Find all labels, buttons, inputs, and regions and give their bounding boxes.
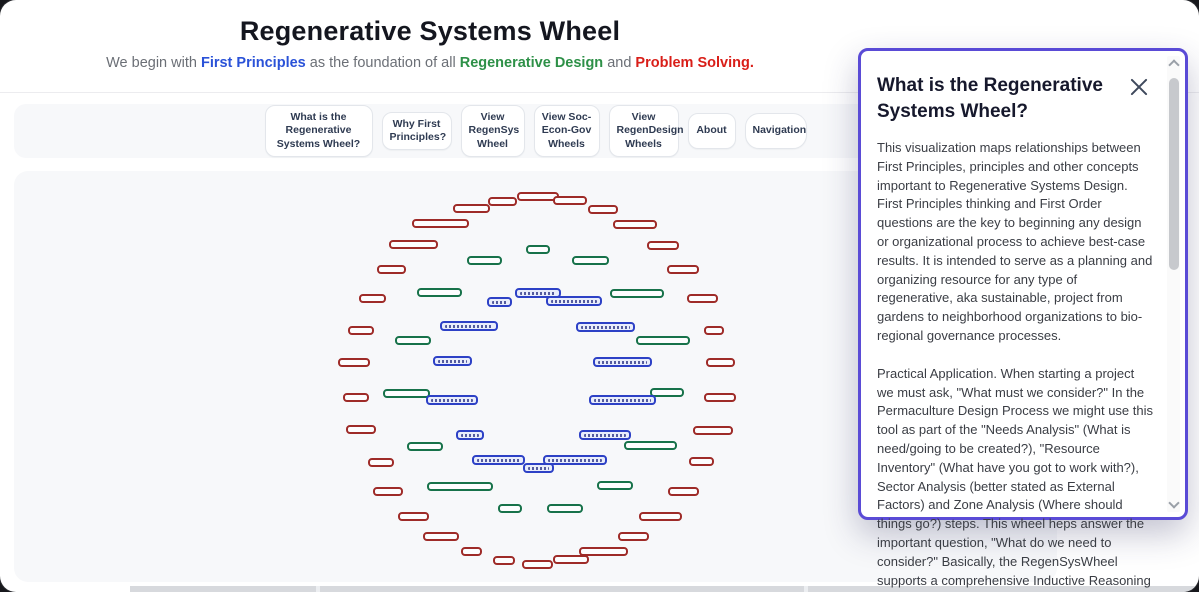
modal-title: What is the Regenerative Systems Wheel?	[877, 75, 1103, 122]
nav-button-view-regendesign-wheels[interactable]: View RegenDesign Wheels	[608, 105, 684, 157]
subtitle-text: and	[603, 55, 636, 71]
page-title: Regenerative Systems Wheel	[239, 16, 621, 46]
strip-gap	[316, 586, 320, 592]
info-modal: What is the Regenerative Systems Wheel? …	[858, 48, 1188, 592]
nav-button-about[interactable]: About	[687, 113, 736, 149]
nav-button-navigation[interactable]: Navigation	[744, 113, 807, 149]
nav-button-what-is-wheel[interactable]: What is the Regenerative Systems Wheel?	[264, 105, 373, 157]
modal-body: This visualization maps relationships be…	[877, 139, 1153, 592]
nav-button-why-first-principles[interactable]: Why First Principles?	[381, 111, 452, 151]
modal-scrollbar[interactable]	[1167, 56, 1180, 512]
subtitle-keyword: Problem Solving.	[635, 55, 754, 71]
scroll-up-icon[interactable]	[1168, 59, 1180, 71]
modal-paragraph: This visualization maps relationships be…	[877, 140, 1153, 343]
nav-button-view-soc-econ-gov-wheels[interactable]: View Soc-Econ-Gov Wheels	[533, 105, 600, 157]
page-subtitle: We begin with First Principles as the fo…	[0, 55, 860, 71]
close-icon[interactable]	[1127, 75, 1151, 99]
subtitle-text: as the foundation of all	[305, 55, 460, 71]
subtitle-keyword: Regenerative Design	[459, 55, 604, 71]
strip-gap	[804, 586, 808, 592]
subtitle-keyword: First Principles	[200, 55, 306, 71]
modal-paragraph: Practical Application. When starting a p…	[877, 365, 1154, 592]
scroll-down-icon[interactable]	[1168, 497, 1180, 509]
nav-button-view-regensys-wheel[interactable]: View RegenSys Wheel	[460, 105, 525, 157]
scrollbar-thumb[interactable]	[1168, 78, 1179, 270]
subtitle-text: We begin with	[106, 55, 201, 71]
header-divider	[0, 92, 1199, 93]
bottom-scroll-strip[interactable]	[130, 586, 1199, 592]
page-header: Regenerative Systems Wheel We begin with…	[0, 16, 860, 71]
